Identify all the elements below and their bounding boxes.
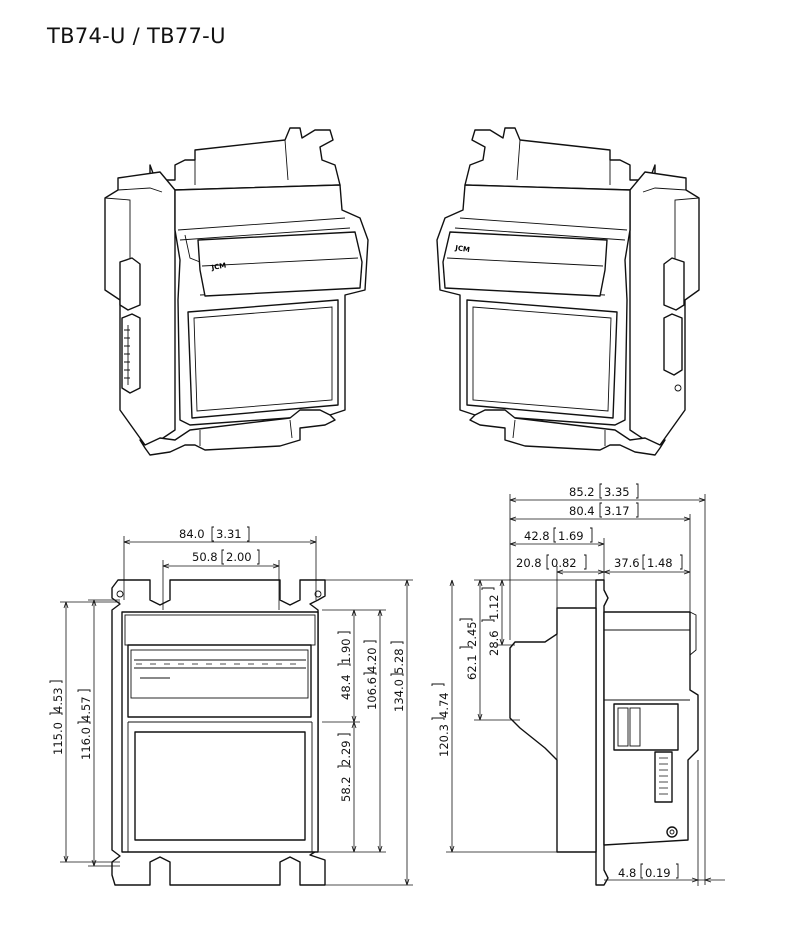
- dim-804-in: 3.17: [604, 504, 630, 518]
- dim-376-mm: 37.6: [614, 556, 640, 570]
- dim-48-in: 1.90: [339, 638, 353, 664]
- dim-134-mm: 134.0: [392, 679, 406, 712]
- dim-428-mm: 42.8: [524, 529, 550, 543]
- side-dimensions: 85.2 3.35 80.4 3.17 42.8 1.69 20.8 0.82 …: [431, 483, 725, 886]
- dim-621-in: 2.45: [465, 621, 479, 647]
- dim-116-mm: 116.0: [79, 727, 93, 760]
- dim-116-in: 4.57: [79, 696, 93, 722]
- drawing-title: TB74-U / TB77-U: [47, 24, 226, 48]
- side-view: [509, 579, 699, 886]
- front-view: [111, 579, 326, 886]
- isometric-view-left: JCM: [104, 127, 369, 456]
- dim-50-mm: 50.8: [192, 550, 218, 564]
- dim-208-mm: 20.8: [516, 556, 542, 570]
- dim-48-side-mm: 4.8: [618, 866, 636, 880]
- dim-804-mm: 80.4: [569, 504, 595, 518]
- dim-1203-mm: 120.3: [437, 724, 451, 757]
- dim-58-mm: 58.2: [339, 776, 353, 802]
- dim-106-mm: 106.6: [365, 677, 379, 710]
- dim-428-in: 1.69: [558, 529, 584, 543]
- dim-376-in: 1.48: [647, 556, 673, 570]
- dim-208-in: 0.82: [551, 556, 577, 570]
- dim-286-in: 1.12: [487, 594, 501, 620]
- dim-58-in: 2.29: [339, 740, 353, 766]
- logo-left: JCM: [210, 262, 227, 273]
- dim-852-mm: 85.2: [569, 485, 595, 499]
- dim-84-mm: 84.0: [179, 527, 205, 541]
- dim-115-mm: 115.0: [51, 722, 65, 755]
- dim-621-mm: 62.1: [465, 654, 479, 680]
- dim-106-in: 4.20: [365, 647, 379, 673]
- front-dimensions: 84.0 3.31 50.8 2.00 115.0 4.53 116.0 4.5…: [49, 526, 413, 886]
- isometric-view-right: JCM: [436, 127, 700, 456]
- dim-115-in: 4.53: [51, 687, 65, 713]
- dim-134-in: 5.28: [392, 648, 406, 674]
- logo-right: JCM: [454, 244, 471, 254]
- dim-48-side-in: 0.19: [645, 866, 671, 880]
- dim-50-in: 2.00: [226, 550, 252, 564]
- dim-48-mm: 48.4: [339, 674, 353, 700]
- dim-84-in: 3.31: [216, 527, 242, 541]
- dim-286-mm: 28.6: [487, 630, 501, 656]
- dim-1203-in: 4.74: [437, 692, 451, 718]
- dim-852-in: 3.35: [604, 485, 630, 499]
